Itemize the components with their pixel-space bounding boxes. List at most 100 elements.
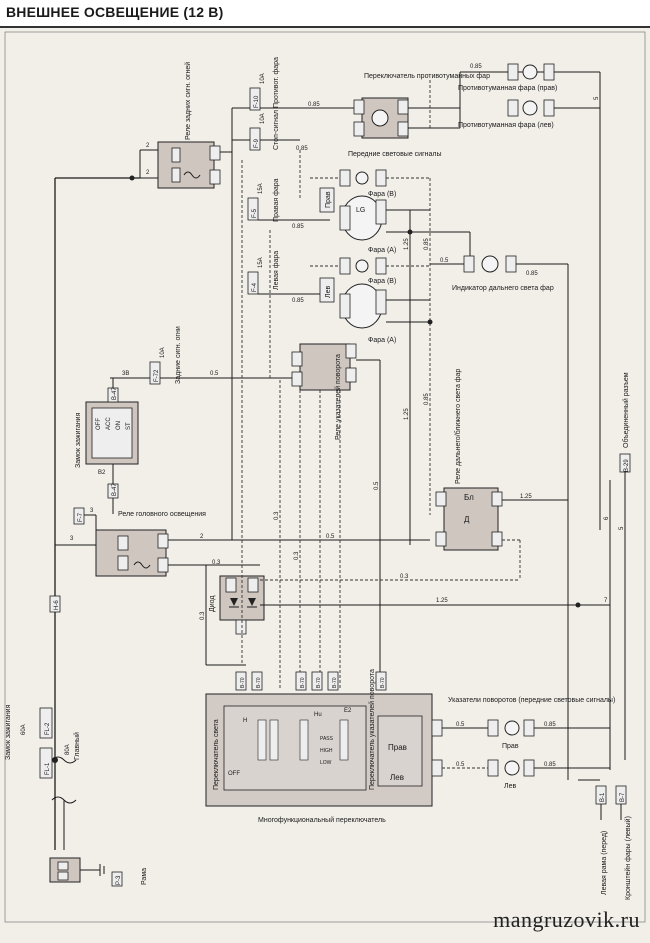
svg-text:Индикатор дальнего света фар: Индикатор дальнего света фар	[452, 285, 554, 292]
svg-text:0.85: 0.85	[544, 722, 556, 728]
h6-connector: H-6	[49, 595, 61, 613]
svg-text:Прав: Прав	[388, 743, 407, 752]
svg-text:5: 5	[619, 526, 625, 530]
svg-text:LOW: LOW	[320, 760, 332, 766]
svg-text:0.5: 0.5	[374, 481, 380, 490]
svg-text:LG: LG	[356, 207, 365, 214]
svg-text:Переключатель противотуманных: Переключатель противотуманных фар	[364, 73, 490, 80]
svg-text:OFF: OFF	[96, 418, 102, 430]
title-rule	[0, 26, 650, 28]
svg-text:0.85: 0.85	[308, 102, 320, 108]
svg-text:0.85: 0.85	[526, 271, 538, 277]
svg-text:Реле дальнего/ближнего света ф: Реле дальнего/ближнего света фар	[454, 369, 462, 484]
svg-text:2: 2	[200, 534, 204, 540]
svg-text:10A: 10A	[160, 347, 166, 358]
svg-text:Реле указателей поворота: Реле указателей поворота	[334, 354, 342, 440]
svg-text:PASS: PASS	[320, 736, 334, 742]
svg-text:Противот. фара: Противот. фара	[273, 57, 280, 108]
svg-text:0.5: 0.5	[326, 534, 335, 540]
svg-text:Прав: Прав	[325, 191, 332, 208]
svg-text:Лев: Лев	[504, 783, 516, 790]
svg-text:Реле головного освещения: Реле головного освещения	[118, 511, 206, 518]
svg-text:Замок зажигания: Замок зажигания	[5, 704, 12, 760]
svg-text:0.85: 0.85	[544, 762, 556, 768]
svg-text:B-70: B-70	[332, 677, 338, 688]
svg-text:Задние сигн. огни: Задние сигн. огни	[175, 326, 182, 384]
svg-text:Многофункциональный переключат: Многофункциональный переключатель	[258, 816, 386, 824]
svg-text:0.3: 0.3	[274, 511, 280, 520]
svg-text:3B: 3B	[122, 371, 129, 377]
svg-text:E2: E2	[344, 708, 352, 714]
svg-text:Прав: Прав	[502, 743, 519, 750]
svg-text:H: H	[243, 718, 247, 724]
svg-text:B-70: B-70	[300, 677, 306, 688]
svg-text:1.25: 1.25	[436, 598, 448, 604]
fog-lamps: Противотуманная фара (прав) Противотуман…	[458, 63, 601, 530]
svg-text:P-3: P-3	[116, 875, 122, 885]
svg-text:0.85: 0.85	[424, 393, 430, 405]
svg-text:60A: 60A	[21, 724, 27, 735]
svg-text:HIGH: HIGH	[320, 748, 333, 754]
svg-text:ACC: ACC	[106, 417, 112, 430]
svg-text:B-1: B-1	[600, 792, 606, 802]
svg-text:0.5: 0.5	[456, 722, 465, 728]
svg-text:FL-2: FL-2	[45, 722, 51, 735]
fog-switch: Переключатель противотуманных фар	[353, 73, 490, 139]
svg-text:F-7: F-7	[78, 512, 84, 522]
svg-text:Объединенный разъем: Объединенный разъем	[622, 372, 630, 448]
svg-text:5: 5	[594, 96, 600, 100]
svg-text:1.25: 1.25	[520, 494, 532, 500]
right-headlight: Прав LG Фара (В) Фара (А)	[319, 169, 470, 254]
headlight-fuses: F-5 F-4 15A 15A Правая фара Левая фара 0…	[231, 160, 330, 540]
turn-signal-relay: F-72 10A Задние сигн. огни 3B 0.5 Реле у…	[110, 326, 381, 690]
svg-text:B-70: B-70	[240, 677, 246, 688]
svg-text:3: 3	[90, 508, 94, 514]
ignition-lock: OFF ACC ON ST Замок зажигания B-47 B-47 …	[75, 378, 139, 514]
svg-text:Д: Д	[464, 515, 470, 524]
svg-text:10A: 10A	[260, 113, 266, 124]
svg-text:Правая фара: Правая фара	[273, 178, 280, 222]
svg-text:7: 7	[604, 598, 608, 604]
svg-text:В2: В2	[98, 470, 106, 476]
svg-text:Фара (В): Фара (В)	[368, 278, 396, 285]
left-headlight: Лев Фара (В) Фара (А)	[310, 177, 430, 344]
ground-points: B-1 B-7 Левая рама (перед) Кронштейн фар…	[578, 779, 632, 900]
svg-text:0.3: 0.3	[294, 551, 300, 560]
svg-text:Рама: Рама	[141, 868, 148, 885]
control-wires: 0.3 0.3	[241, 150, 341, 690]
svg-text:Фара (В): Фара (В)	[368, 191, 396, 198]
svg-text:Переключатель света: Переключатель света	[213, 719, 220, 790]
svg-text:Бл: Бл	[464, 493, 474, 502]
svg-text:15A: 15A	[258, 257, 264, 268]
svg-text:Стоп-сигнал: Стоп-сигнал	[273, 110, 280, 150]
svg-text:Фара (А): Фара (А)	[368, 337, 396, 344]
svg-text:Кронштейн фары (левый): Кронштейн фары (левый)	[624, 816, 632, 900]
hi-lo-relay: Бл Д Реле дальнего/ближнего света фар 1.…	[260, 369, 568, 581]
svg-text:0.3: 0.3	[400, 574, 409, 580]
svg-text:Реле задних сигн. огней: Реле задних сигн. огней	[184, 62, 192, 140]
multifunction-switch: Прав Лев Переключатель света Переключате…	[205, 669, 440, 824]
svg-text:0.3: 0.3	[200, 611, 206, 620]
svg-text:B-47: B-47	[112, 483, 118, 496]
svg-text:0.5: 0.5	[210, 371, 219, 377]
svg-text:1.25: 1.25	[404, 408, 410, 420]
svg-text:Лев: Лев	[325, 286, 332, 298]
svg-text:Переключатель указателей повор: Переключатель указателей поворота	[368, 669, 376, 790]
svg-text:1.25: 1.25	[404, 238, 410, 250]
svg-text:Hu: Hu	[314, 712, 322, 718]
headlight-relay: Реле головного освещения F-7 2 0.5 3 3	[55, 507, 430, 577]
svg-text:F-4: F-4	[252, 282, 258, 292]
svg-text:ST: ST	[126, 422, 132, 430]
battery: P-3 Рама	[49, 857, 148, 887]
svg-text:FL-1: FL-1	[45, 762, 51, 775]
watermark: mangruzovik.ru	[493, 907, 640, 932]
svg-text:Главный: Главный	[73, 732, 81, 760]
svg-text:6: 6	[604, 516, 610, 520]
low-beam-feed: 1.25 7	[260, 598, 610, 608]
diode: Диод 0.3 0.3	[200, 560, 265, 666]
svg-text:Противотуманная фара (лев): Противотуманная фара (лев)	[458, 122, 554, 129]
svg-text:0.85: 0.85	[424, 238, 430, 250]
svg-text:B-47: B-47	[112, 387, 118, 400]
svg-text:B-29: B-29	[624, 459, 630, 472]
